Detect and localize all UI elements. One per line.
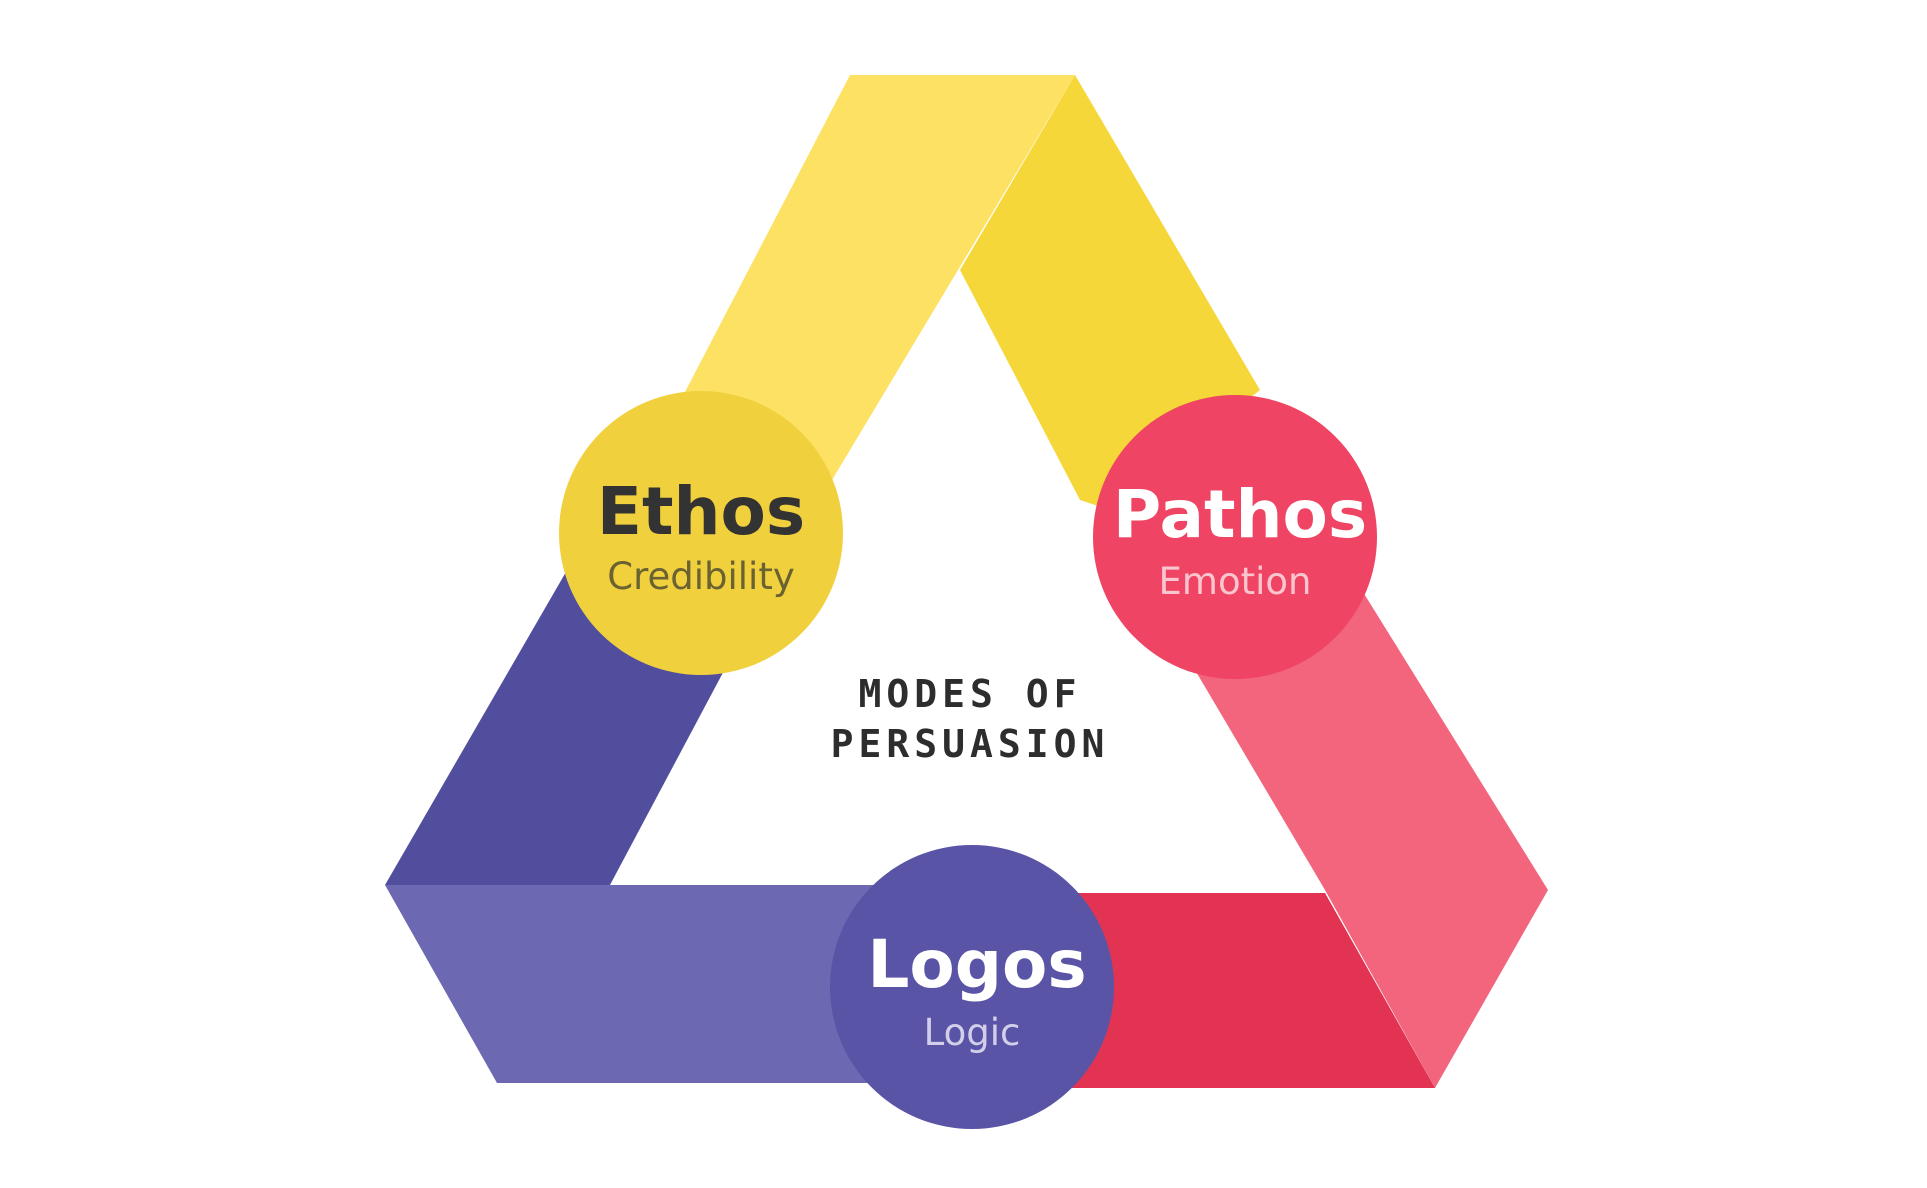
pathos-band-light	[1195, 555, 1548, 1088]
logos-band-light	[385, 885, 880, 1083]
logos-circle	[830, 845, 1114, 1129]
pathos-band-dark	[1060, 893, 1435, 1088]
logos-subtitle: Logic	[924, 1011, 1021, 1054]
center-title-line-1: MODES OF	[858, 672, 1081, 716]
logos-title: Logos	[867, 926, 1086, 1003]
pathos-circle	[1093, 395, 1377, 679]
ethos-band-light	[660, 75, 1075, 500]
ethos-subtitle: Credibility	[607, 555, 795, 598]
pathos-node: Pathos Emotion	[1093, 395, 1377, 679]
ethos-title: Ethos	[597, 473, 805, 550]
center-title-line-2: PERSUASION	[831, 722, 1110, 766]
ethos-node: Ethos Credibility	[559, 391, 843, 675]
pathos-subtitle: Emotion	[1159, 560, 1312, 603]
pathos-title: Pathos	[1113, 476, 1367, 553]
ethos-circle	[559, 391, 843, 675]
logos-node: Logos Logic	[830, 845, 1114, 1129]
pathos-band-yellow	[960, 75, 1260, 510]
